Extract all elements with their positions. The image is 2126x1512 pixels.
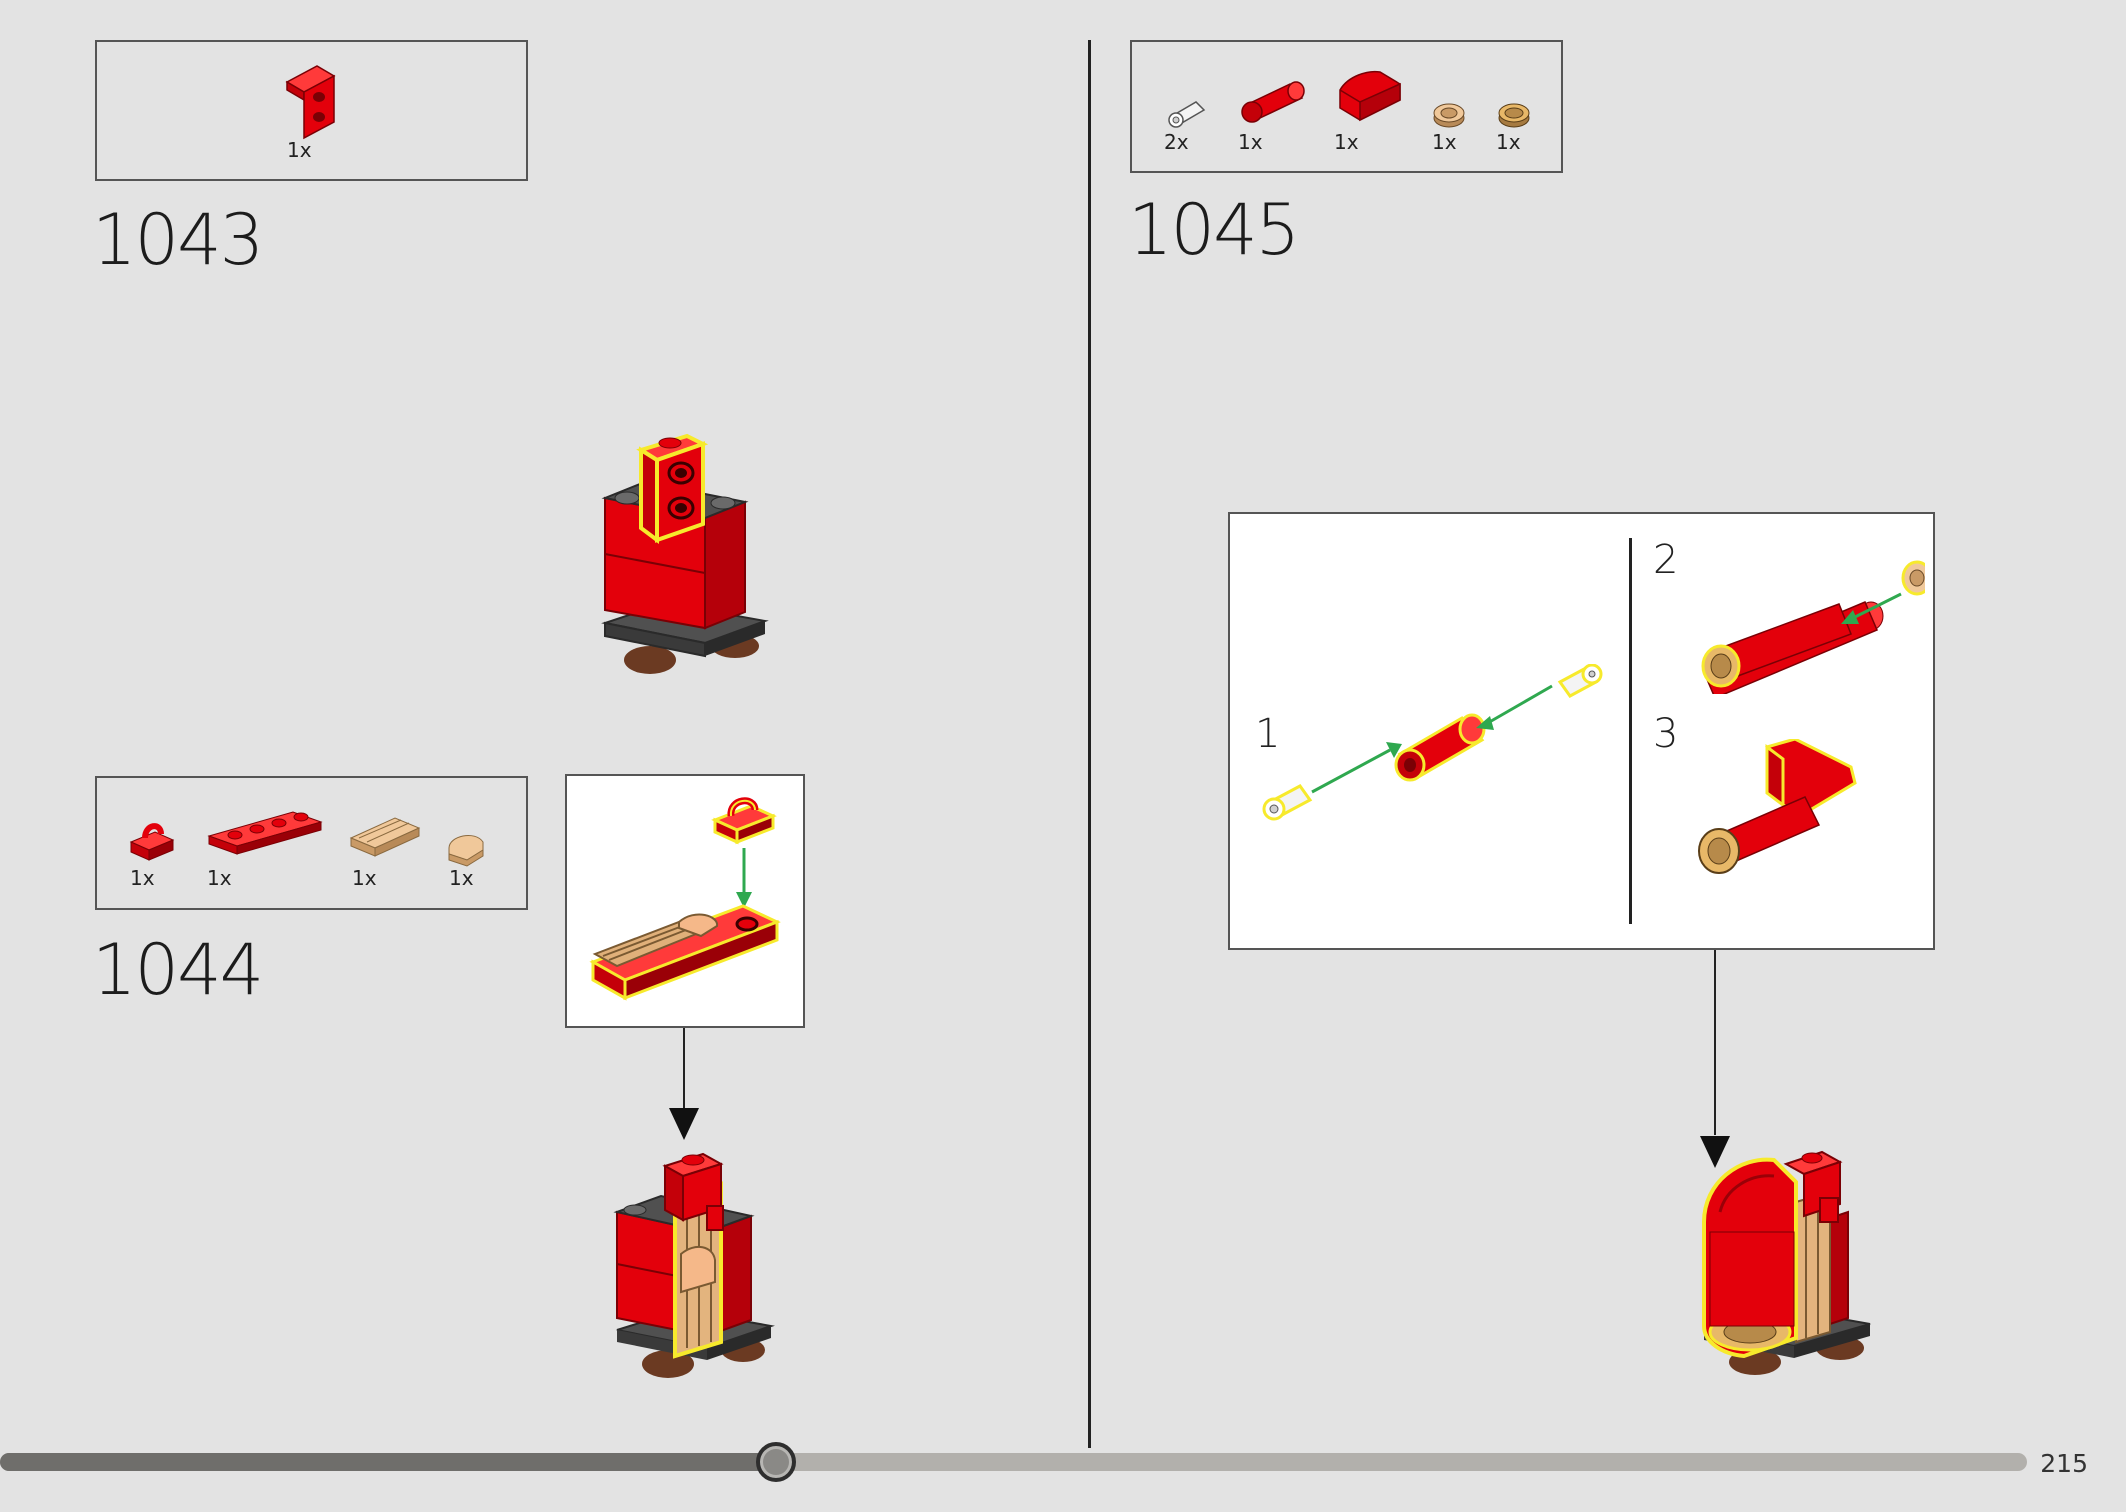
part-qty: 1x: [1496, 130, 1521, 154]
part-qty: 2x: [1164, 130, 1189, 154]
page-progress-fill: [0, 1453, 777, 1471]
step-number-1044: 1044: [92, 929, 264, 1011]
callout-arrowhead-1044: [669, 1108, 699, 1140]
substep-3-slope-cylinder: [1698, 739, 1857, 874]
parts-callout-1045: 2x 1x 1x 1x 1x: [1130, 40, 1563, 173]
callout-arrowhead-1045: [1700, 1136, 1730, 1168]
parts-callout-1043: 1x: [95, 40, 528, 181]
part-qty: 1x: [130, 866, 155, 890]
part-qty: 1x: [207, 866, 232, 890]
part-qty: 1x: [1432, 130, 1457, 154]
parts-callout-1044: 1x 1x 1x 1x: [95, 776, 528, 910]
page-progress-handle[interactable]: [756, 1442, 797, 1482]
subassembly-callout-1044: [565, 774, 805, 1028]
subassembly-callout-1045: 1 2 3: [1228, 512, 1935, 950]
substep-number: 2: [1653, 537, 1679, 583]
part-round-tile-tan: [1433, 103, 1465, 128]
model-step-1043: [601, 433, 769, 674]
substep-number: 3: [1653, 711, 1679, 757]
part-pin-white: [1168, 101, 1206, 128]
subassembly-clip-grille: [589, 797, 781, 1001]
substep-2-tile-cylinder: [1701, 560, 1925, 694]
part-grille-tan: [349, 817, 421, 857]
part-qty: 1x: [449, 866, 474, 890]
part-cylinder-red: [1241, 81, 1305, 123]
page-divider: [1088, 40, 1091, 1448]
page-progress-bar[interactable]: [0, 1453, 2027, 1471]
part-bracket-red: [285, 65, 336, 140]
part-curved-slope-red: [1339, 70, 1401, 122]
part-plate-clip-red: [129, 823, 175, 861]
part-plate-1x4-red: [207, 811, 323, 855]
page-number: 215: [2040, 1449, 2088, 1478]
part-qty: 1x: [1334, 130, 1359, 154]
substep-divider: [1629, 538, 1632, 924]
part-tile-round-tan: [448, 834, 484, 867]
substep-1-pins-cylinder: [1262, 664, 1603, 821]
step-number-1045: 1045: [1128, 189, 1300, 271]
callout-arrow-line-1045: [1714, 950, 1716, 1135]
part-qty: 1x: [287, 138, 312, 162]
model-step-1044: [613, 1152, 775, 1378]
step-number-1043: 1043: [92, 199, 264, 281]
part-round-tile-gold: [1498, 103, 1530, 128]
part-qty: 1x: [352, 866, 377, 890]
callout-arrow-line-1044: [683, 1028, 685, 1138]
substep-number: 1: [1255, 711, 1281, 757]
model-step-1045: [1702, 1150, 1871, 1375]
part-qty: 1x: [1238, 130, 1263, 154]
